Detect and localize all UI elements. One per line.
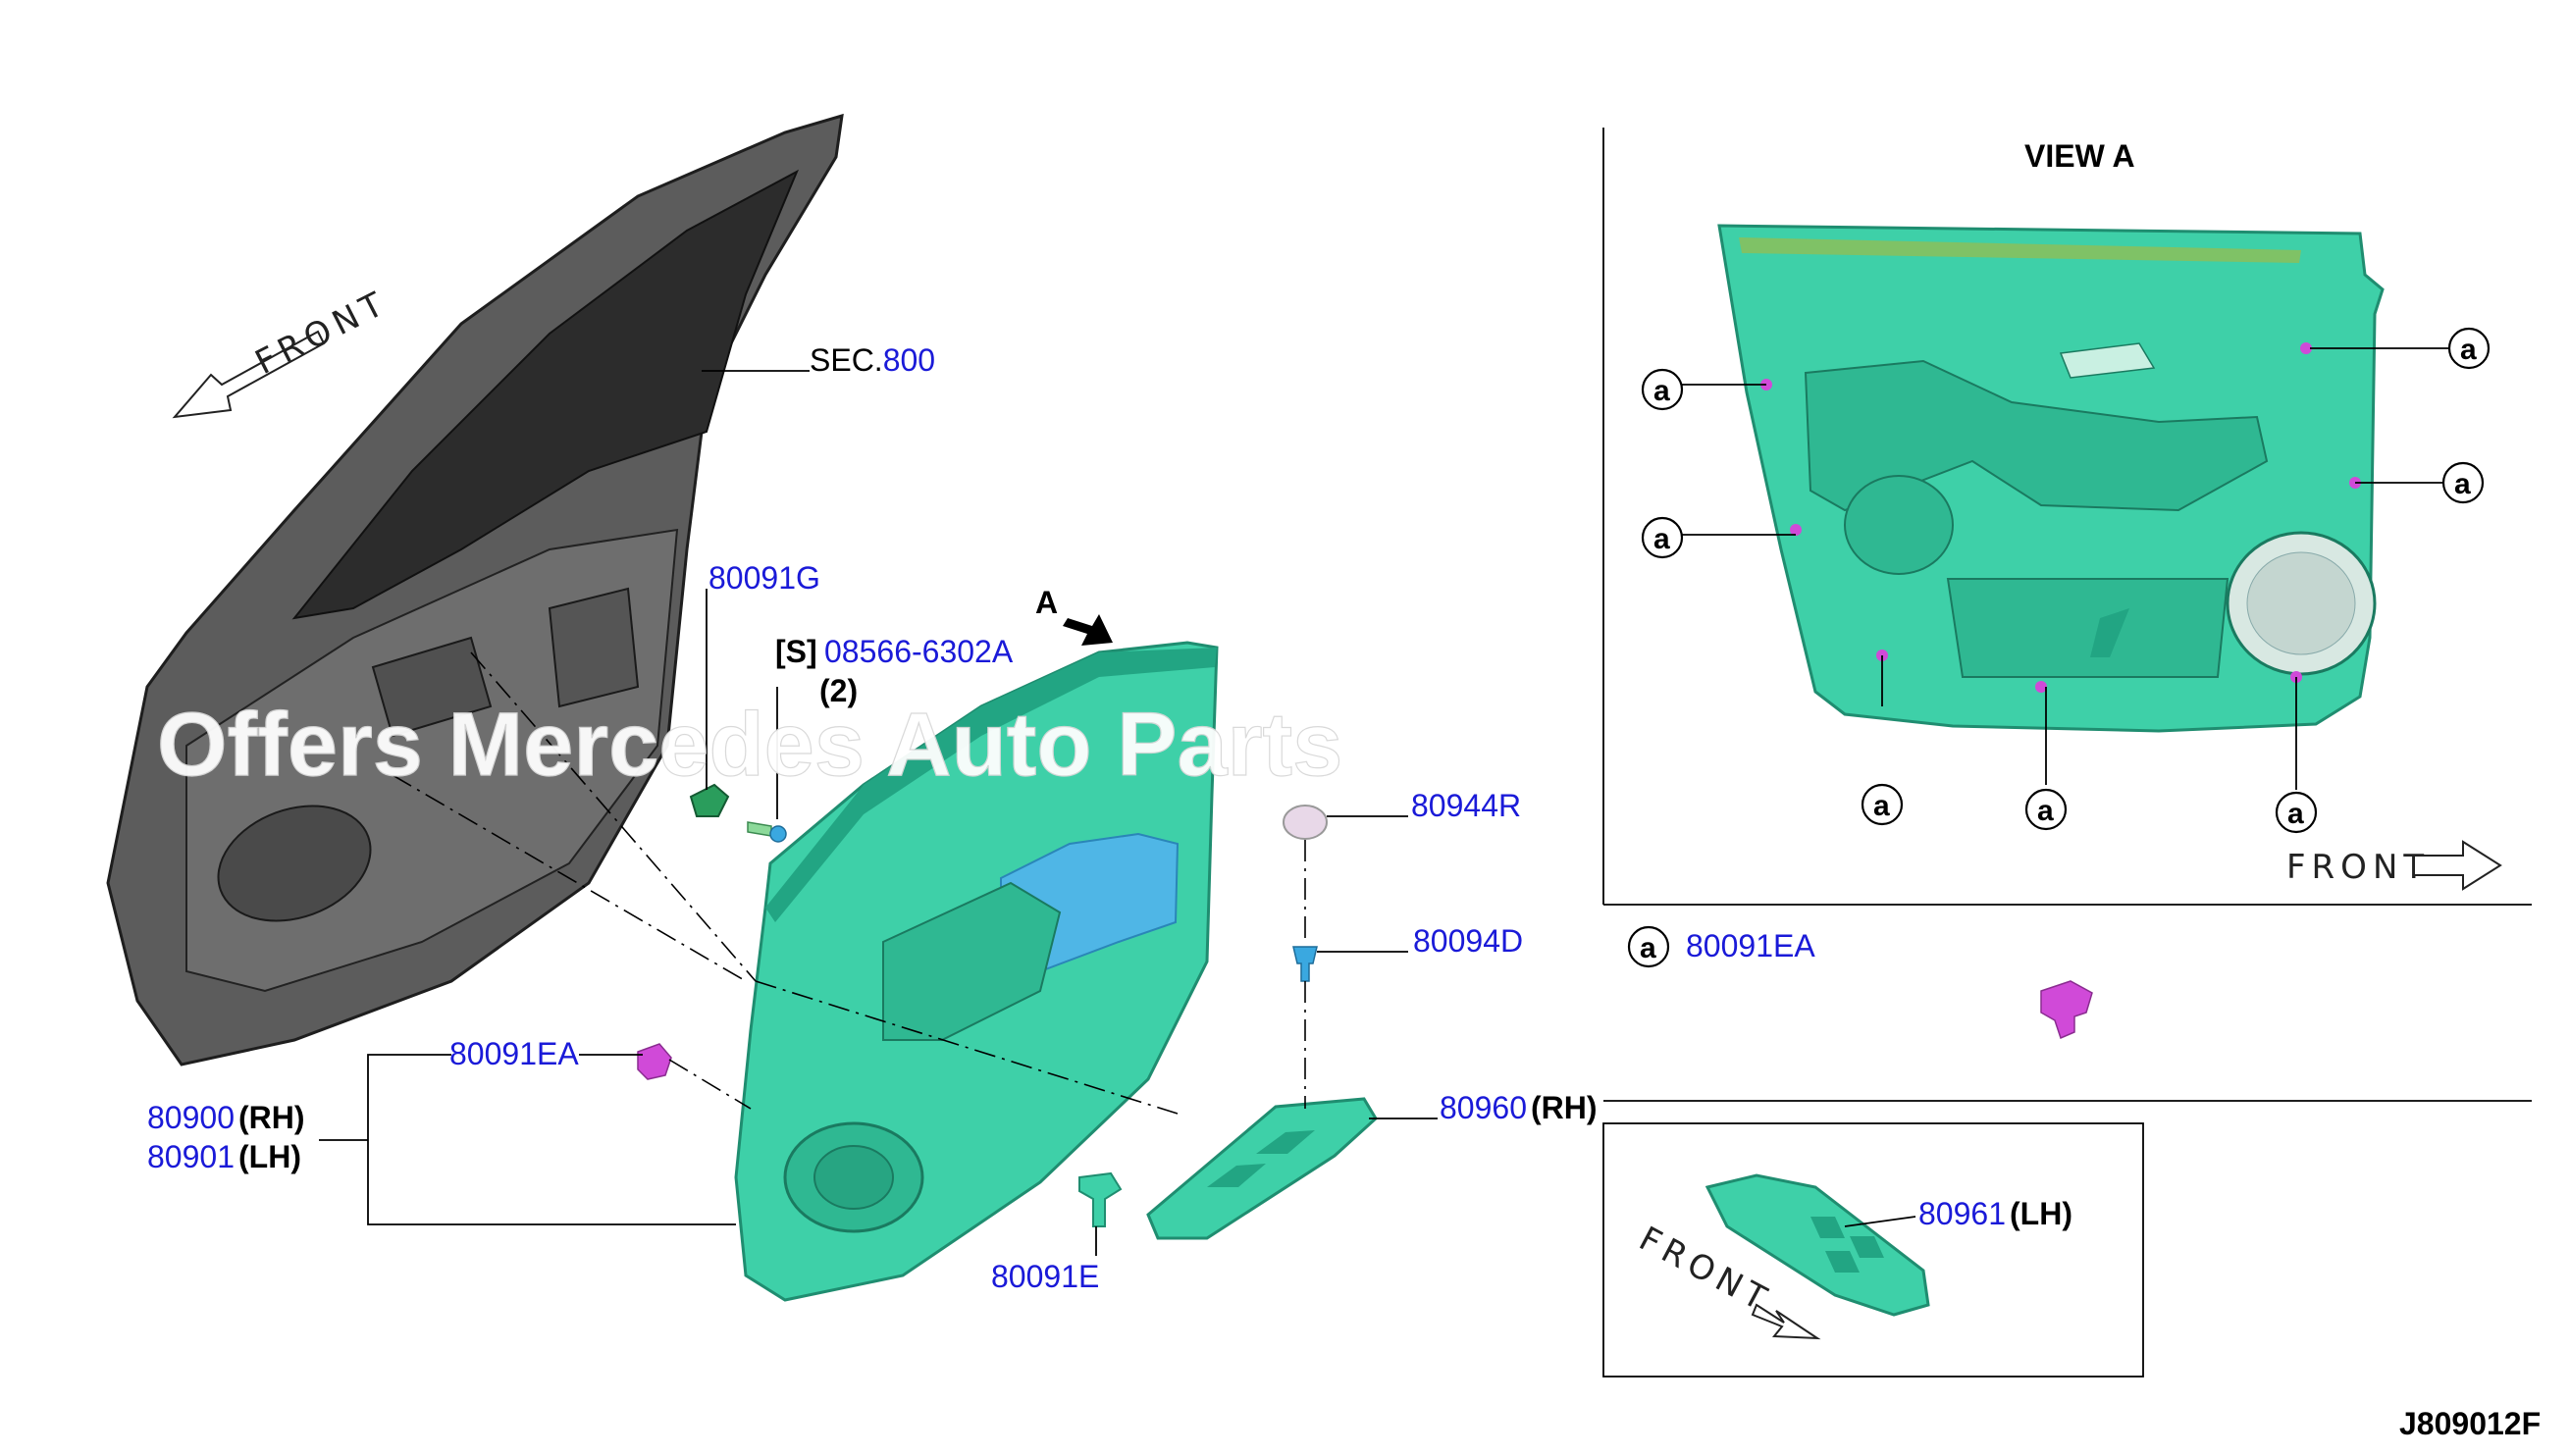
clip-80091G xyxy=(689,783,730,817)
door-shell xyxy=(106,113,844,1066)
sec-label[interactable]: SEC.800 xyxy=(810,342,935,378)
label-80091G[interactable]: 80091G xyxy=(708,560,820,596)
clip-80091E xyxy=(1078,1171,1123,1227)
view-a-title: VIEW A xyxy=(2024,138,2135,174)
label-80901-lh: (LH) xyxy=(238,1139,301,1174)
svg-text:FRONT: FRONT xyxy=(2286,848,2430,887)
door-trim-panel xyxy=(734,641,1219,1302)
label-qty-2: (2) xyxy=(819,673,858,708)
label-80091E[interactable]: 80091E xyxy=(991,1259,1099,1294)
label-08566-6302A[interactable]: 08566-6302A xyxy=(824,634,1014,669)
switch-bezel-80960 xyxy=(1146,1097,1378,1240)
lh-inset-box xyxy=(1602,1122,2144,1378)
svg-text:a: a xyxy=(2287,798,2304,830)
label-80961[interactable]: 80961 xyxy=(1918,1196,2006,1231)
clip-80091EA xyxy=(637,1043,672,1080)
legend-label-80091EA[interactable]: 80091EA xyxy=(1686,928,1815,963)
label-80091EA[interactable]: 80091EA xyxy=(449,1036,579,1071)
label-80900-rh: (RH) xyxy=(238,1100,305,1135)
svg-text:a: a xyxy=(1873,790,1890,822)
screw-08566 xyxy=(747,821,787,843)
label-80900[interactable]: 80900 xyxy=(147,1100,235,1135)
callout-a-6: a xyxy=(2024,788,2068,831)
legend-callout-a: a xyxy=(1627,925,1670,968)
label-s-marker: [S] xyxy=(775,634,817,669)
svg-text:a: a xyxy=(2454,468,2471,500)
front-arrow-view-a: FRONT xyxy=(2286,840,2502,891)
callout-a-2: a xyxy=(1641,516,1684,559)
view-a-arrow xyxy=(1063,614,1113,646)
svg-text:a: a xyxy=(1653,375,1670,407)
callout-a-3: a xyxy=(2447,327,2491,370)
diagram-code: J809012F xyxy=(2399,1406,2541,1441)
svg-text:a: a xyxy=(1640,932,1656,964)
label-80960[interactable]: 80960 xyxy=(1440,1090,1527,1125)
label-80944R[interactable]: 80944R xyxy=(1411,788,1521,823)
legend-clip-icon xyxy=(2040,980,2093,1040)
label-80960-rh: (RH) xyxy=(1531,1090,1598,1125)
view-a-marker: A xyxy=(1035,585,1058,620)
front-arrow-left: FRONT xyxy=(172,283,394,419)
callout-a-5: a xyxy=(1861,783,1904,826)
cap-80944R xyxy=(1283,805,1328,840)
label-80901[interactable]: 80901 xyxy=(147,1139,235,1174)
label-80961-lh: (LH) xyxy=(2010,1196,2072,1231)
svg-text:a: a xyxy=(2037,795,2054,827)
view-a-trim-back xyxy=(1717,224,2385,733)
callout-a-7: a xyxy=(2275,791,2318,834)
callout-a-4: a xyxy=(2441,461,2485,504)
clip-80094D xyxy=(1292,946,1318,982)
svg-text:FRONT: FRONT xyxy=(249,283,394,383)
watermark: Offers Mercedes Auto Parts xyxy=(157,695,1342,795)
svg-text:a: a xyxy=(2460,334,2477,366)
svg-text:a: a xyxy=(1653,523,1670,555)
callout-a-1: a xyxy=(1641,368,1684,411)
switch-bezel-80961 xyxy=(1705,1173,1930,1317)
label-80094D[interactable]: 80094D xyxy=(1413,923,1523,959)
